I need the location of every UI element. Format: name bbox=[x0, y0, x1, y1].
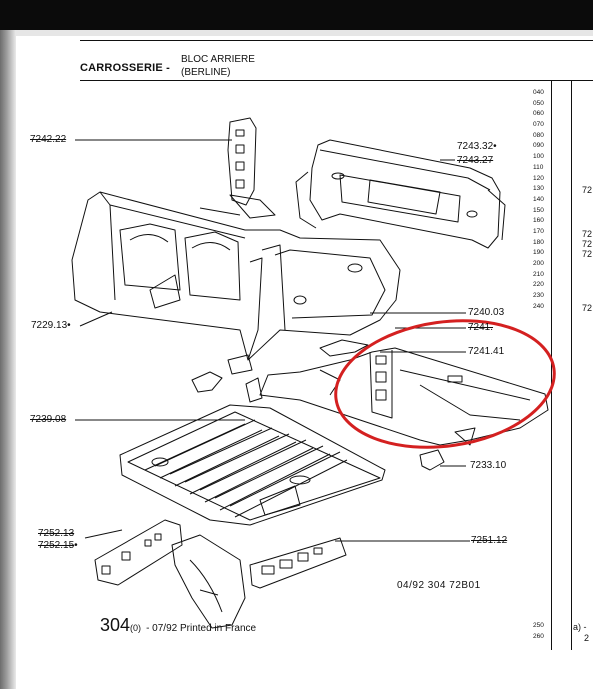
ref-7243-27: 7243.27 bbox=[457, 155, 494, 166]
member-hole-3 bbox=[375, 389, 387, 401]
ref-7240-03: 7240.03 bbox=[468, 307, 505, 318]
scale-040: 040 bbox=[533, 89, 544, 96]
scale-110: 110 bbox=[533, 163, 544, 171]
scale-180: 180 bbox=[533, 238, 544, 246]
leader-7229-13 bbox=[79, 311, 113, 327]
scale-150: 150 bbox=[533, 206, 544, 214]
ref-7241-41: 7241.41 bbox=[468, 346, 505, 357]
part-pillar-bracket bbox=[227, 117, 257, 206]
scale-210: 210 bbox=[533, 270, 544, 278]
scale-230: 230 bbox=[533, 292, 544, 300]
highlight-circle bbox=[334, 319, 556, 449]
scale-260: 260 bbox=[533, 633, 544, 640]
member-hole-2 bbox=[375, 371, 387, 383]
scale-090: 090 bbox=[533, 142, 544, 150]
scale-240: 240 bbox=[533, 302, 544, 310]
ref-7252-13: 7252.13 bbox=[38, 528, 75, 539]
right-column-divider bbox=[571, 80, 572, 650]
section-title: CARROSSERIE - bbox=[80, 62, 170, 74]
scale-250: 250 bbox=[533, 622, 544, 629]
member-hole-1 bbox=[375, 355, 387, 365]
scale-170: 170 bbox=[533, 227, 544, 235]
figure-caption: 04/92 304 72B01 bbox=[397, 580, 481, 591]
edge-ref-1: 72 bbox=[582, 185, 593, 195]
scale-220: 220 bbox=[533, 281, 544, 289]
ref-7229-13: 7229.13• bbox=[31, 320, 71, 331]
part-clip-7233 bbox=[419, 449, 445, 471]
edge-ref-7: 2 bbox=[584, 633, 590, 643]
window-top-bar bbox=[0, 0, 593, 30]
edge-ref-6: a) - bbox=[573, 622, 587, 632]
part-floor-panel bbox=[119, 404, 386, 526]
subsection-line-2: (BERLINE) bbox=[181, 67, 231, 78]
scale-column-divider bbox=[551, 80, 552, 650]
ref-7233-10: 7233.10 bbox=[470, 460, 507, 471]
bracket-hole-2 bbox=[235, 144, 245, 154]
ref-7251-12: 7251.12 bbox=[471, 535, 508, 546]
part-side-member bbox=[94, 519, 183, 586]
part-rear-section bbox=[249, 537, 347, 589]
scale-190: 190 bbox=[533, 249, 544, 257]
scale-130: 130 bbox=[533, 185, 544, 193]
part-wheel-arch bbox=[171, 534, 246, 629]
edge-ref-2: 72 bbox=[582, 229, 593, 239]
edge-ref-3: 72 bbox=[582, 239, 593, 249]
bracket-hole-4 bbox=[235, 179, 245, 189]
scale-070: 070 bbox=[533, 121, 544, 129]
scale-100: 100 bbox=[533, 153, 544, 161]
footer-model: 304 bbox=[100, 615, 131, 635]
scale-080: 080 bbox=[533, 131, 544, 139]
ref-7241-partial: 7241. bbox=[468, 322, 494, 333]
ref-7252-15: 7252.15• bbox=[38, 540, 78, 551]
part-clip-left bbox=[191, 371, 223, 393]
footer: 304(0) - 07/92 Printed in France bbox=[100, 615, 256, 636]
ref-7239-08: 7239.08 bbox=[30, 414, 67, 425]
top-strip bbox=[0, 30, 593, 36]
edge-ref-5: 72 bbox=[582, 303, 593, 313]
part-small-bracket bbox=[319, 339, 369, 357]
scale-120: 120 bbox=[533, 174, 544, 182]
part-rear-shell bbox=[71, 191, 401, 361]
scale-160: 160 bbox=[533, 217, 544, 225]
part-rear-panel bbox=[309, 139, 501, 249]
scale-200: 200 bbox=[533, 260, 544, 267]
page-binding-shadow bbox=[0, 30, 16, 689]
scale-060: 060 bbox=[533, 110, 544, 118]
ref-7243-32: 7243.32• bbox=[457, 141, 497, 152]
ref-7242-22: 7242.22 bbox=[30, 134, 67, 145]
subsection-line-1: BLOC ARRIERE bbox=[181, 54, 255, 65]
bracket-hole-1 bbox=[235, 129, 245, 137]
scale-140: 140 bbox=[533, 195, 544, 203]
scale-numbers: 040 050 060 070 080 090 100 110 120 130 … bbox=[533, 88, 544, 312]
footer-text: - 07/92 Printed in France bbox=[146, 623, 257, 634]
footer-variant: (0) bbox=[130, 623, 142, 633]
leader-7252 bbox=[84, 529, 123, 539]
scale-050: 050 bbox=[533, 99, 544, 107]
header-bottom-rule bbox=[80, 80, 593, 81]
bracket-hole-3 bbox=[235, 161, 245, 171]
edge-ref-4: 72 bbox=[582, 249, 593, 259]
header-top-rule bbox=[80, 40, 593, 41]
